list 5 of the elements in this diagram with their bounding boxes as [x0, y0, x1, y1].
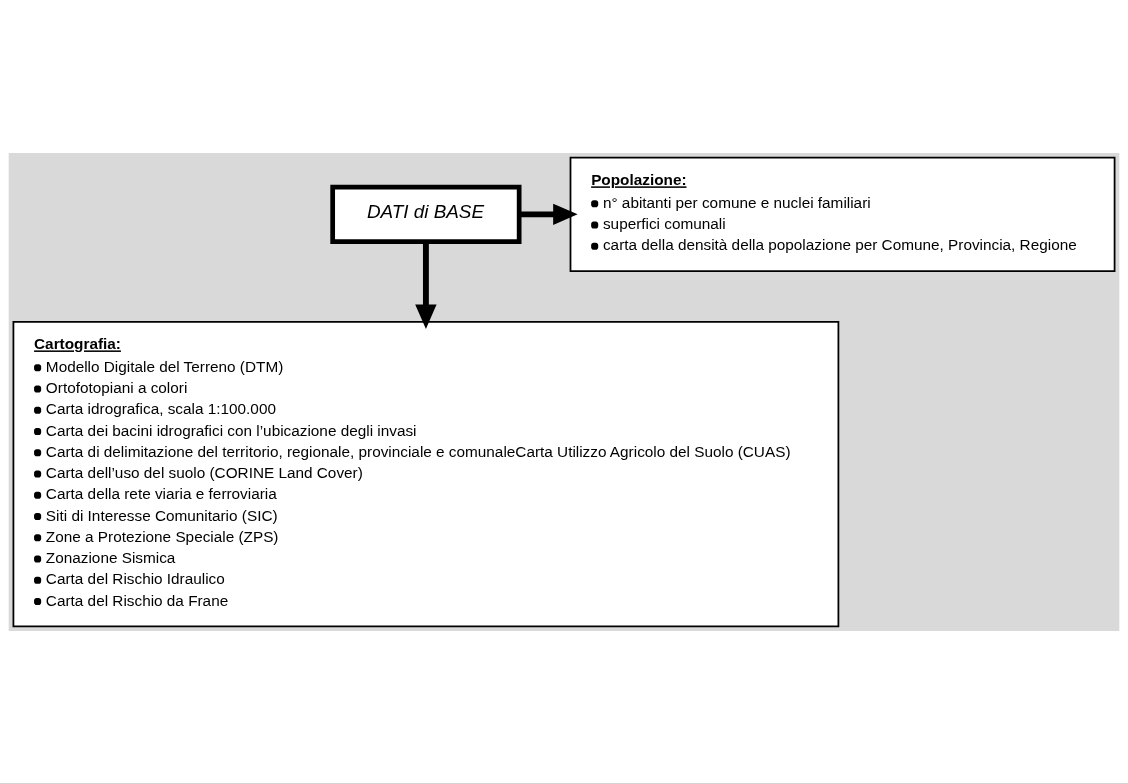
node-box: Popolazione: n° abitanti per comune e nuclei familiari superfici comunali carta della densità della popolazione per Comune, Provincia, Regione: [569, 156, 1116, 272]
arrow: [415, 241, 437, 329]
arrow: [519, 203, 578, 225]
node-box: DATI di BASE: [330, 184, 522, 244]
node-box: Cartografia: Modello Digitale del Terreno (DTM) Ortofotopiani a colori Carta idrografica, scala 1:100.000 Carta dei bacini idrografici con l’ubicazione degli invasi Carta di delimitazione del territorio, regionale, provinciale e comunaleCarta Utilizzo Agricolo del Suolo (CUAS) Carta dell’uso del suolo (CORINE Land Cover) Carta della rete viaria e ferroviaria Siti di Interesse Comunitario (SIC) Zone a Protezione Speciale (ZPS) Zonazione Sismica Carta del Rischio Idraulico Carta del Rischio da Frane: [12, 320, 840, 627]
